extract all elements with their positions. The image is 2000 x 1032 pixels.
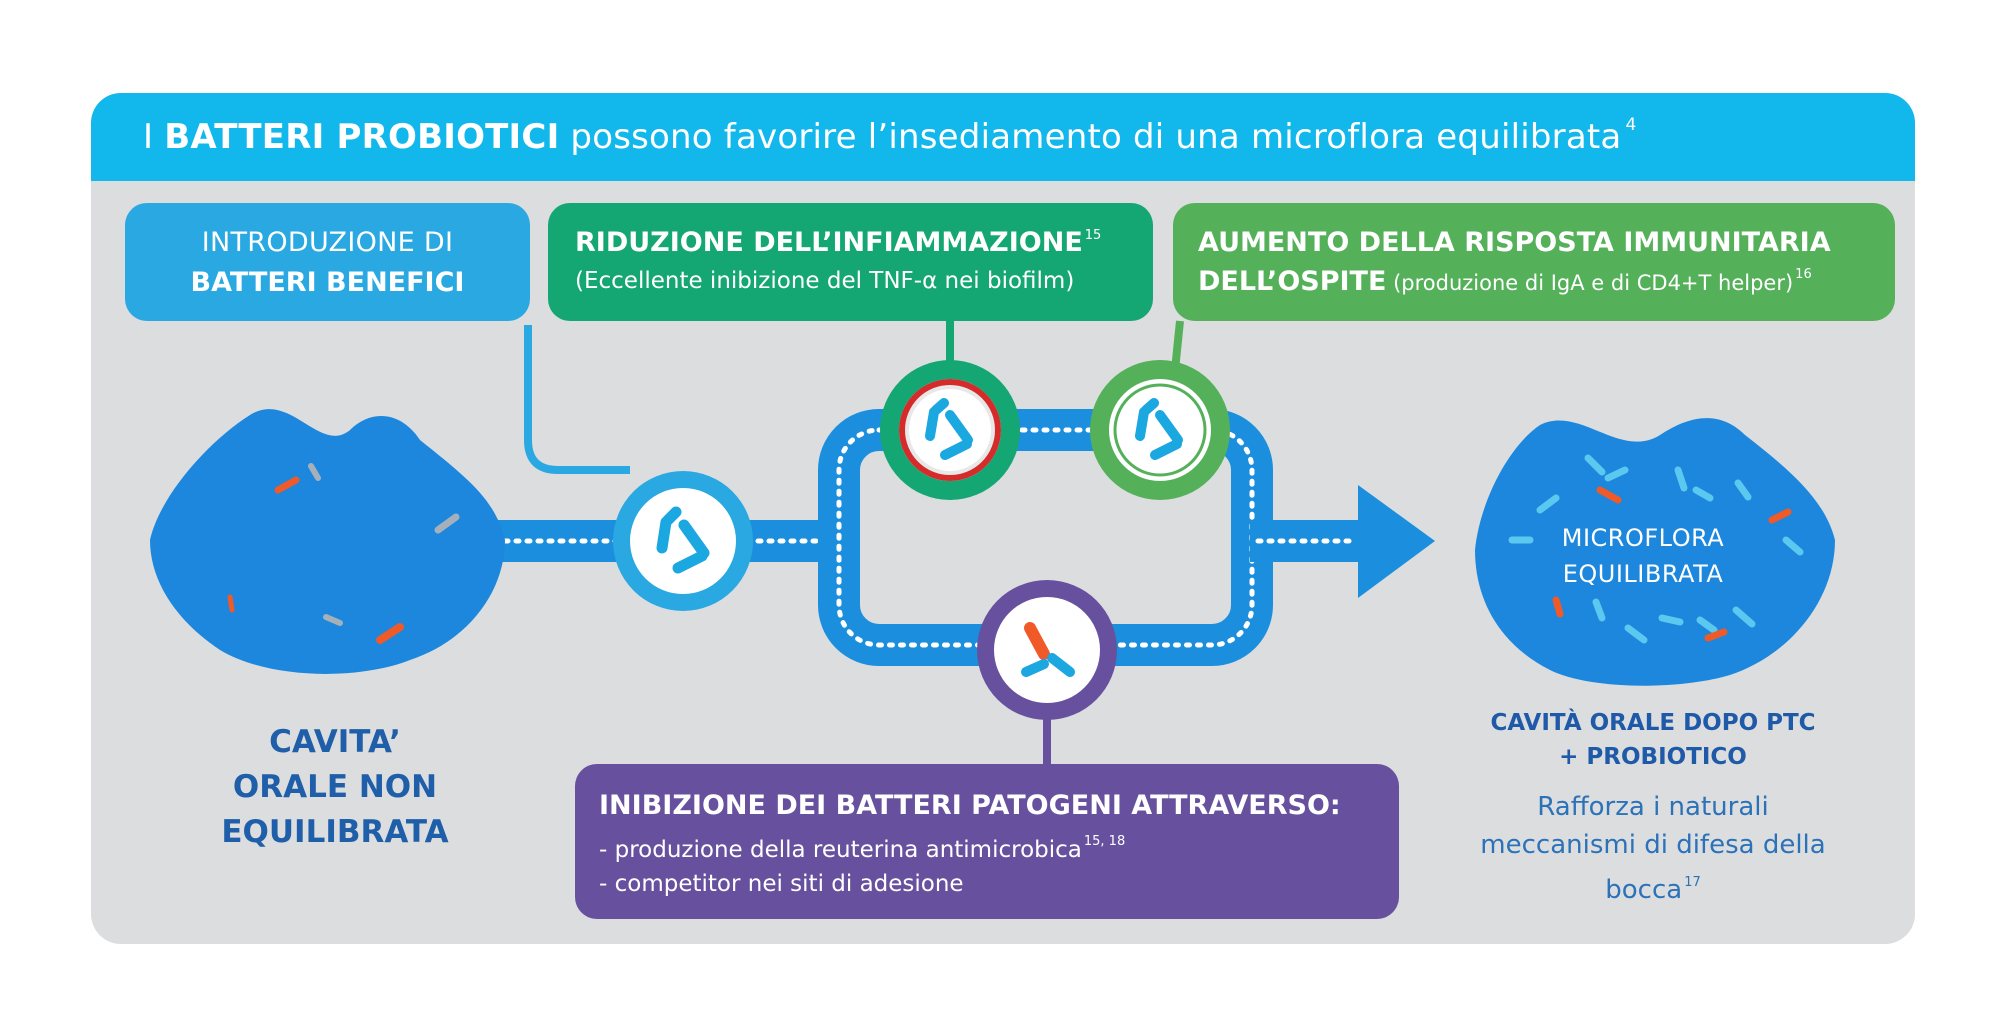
aumento-line1: AUMENTO DELLA RISPOSTA IMMUNITARIA — [1198, 227, 1831, 258]
intro-bacteria-icon — [613, 471, 753, 611]
unbalanced-mouth-shape — [150, 409, 505, 674]
unbalanced-bacteria — [227, 463, 460, 644]
result-description: Rafforza i naturali meccanismi di difesa… — [1480, 792, 1826, 905]
unbalanced-caption: CAVITA’ ORALE NON EQUILIBRATA — [221, 724, 449, 850]
aumento-box: AUMENTO DELLA RISPOSTA IMMUNITARIA DELL’… — [1173, 203, 1895, 321]
arrow-head — [1358, 485, 1435, 598]
inibizione-item2: - competitor nei siti di adesione — [599, 871, 964, 897]
result-title: CAVITÀ ORALE DOPO PTC + PROBIOTICO — [1490, 710, 1816, 770]
inibizione-item1: - produzione della reuterina antimicrobi… — [599, 834, 1126, 863]
intro-line2: BATTERI BENEFICI — [190, 267, 465, 298]
microflora-label: MICROFLORA EQUILIBRATA — [1561, 524, 1725, 588]
balanced-bacteria — [1508, 454, 1804, 644]
header-title: I BATTERI PROBIOTICI possono favorire l’… — [143, 115, 1637, 157]
aumento-line2: DELL’OSPITE (produzione di IgA e di CD4+… — [1198, 266, 1812, 297]
pathogen-inhibition-icon — [977, 580, 1117, 720]
inibizione-box: INIBIZIONE DEI BATTERI PATOGENI ATTRAVER… — [575, 764, 1399, 919]
riduzione-subtitle: (Eccellente inibizione del TNF-α nei bio… — [575, 268, 1075, 294]
intro-line1: INTRODUZIONE DI — [201, 227, 454, 258]
immune-response-icon — [1090, 360, 1230, 500]
intro-connector — [524, 325, 630, 474]
inibizione-title: INIBIZIONE DEI BATTERI PATOGENI ATTRAVER… — [599, 790, 1341, 821]
header-banner: I BATTERI PROBIOTICI possono favorire l’… — [91, 93, 1915, 181]
anti-inflammation-icon — [880, 360, 1020, 500]
intro-box: INTRODUZIONE DI BATTERI BENEFICI — [125, 203, 530, 321]
